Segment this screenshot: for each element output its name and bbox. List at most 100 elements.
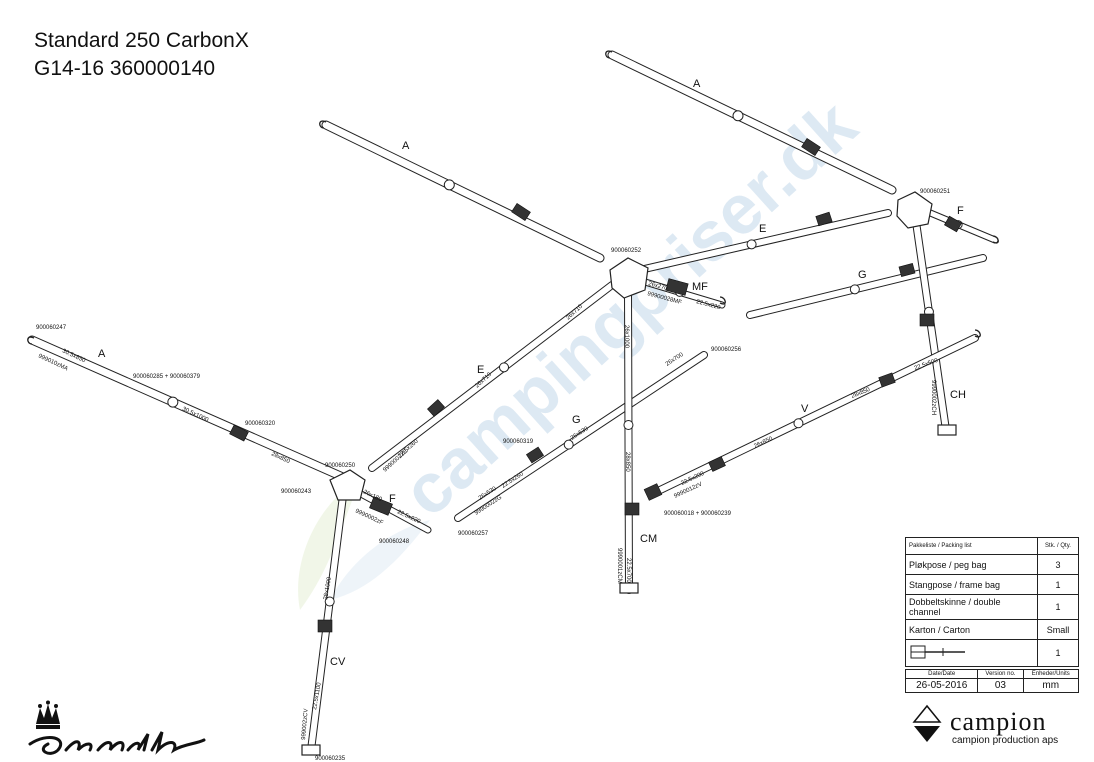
part-number: 900060251 — [920, 189, 951, 195]
label-cm: CM — [640, 533, 657, 545]
clip — [511, 203, 531, 221]
date-value: 26-05-2016 — [904, 678, 979, 693]
pole-joint — [793, 418, 804, 429]
pole-inner — [625, 287, 632, 593]
packing-qty: 1 — [1037, 574, 1079, 595]
label-f: F — [957, 205, 964, 217]
dimension: 28x1000 — [323, 576, 333, 600]
pole-inner — [369, 282, 615, 471]
part-number: 900060285 + 900060379 — [133, 374, 201, 380]
part-number: 900060235 — [315, 756, 346, 762]
packing-qty: 3 — [1037, 554, 1079, 575]
label-e: E — [477, 364, 484, 376]
campion-logo — [912, 704, 942, 742]
clip — [815, 211, 833, 227]
label-g: G — [572, 414, 581, 426]
part-number: 900060243 — [281, 489, 312, 495]
label-a: A — [402, 140, 410, 152]
units-label: Enheder/Units — [1022, 669, 1080, 679]
pole-inner — [651, 335, 978, 496]
drawing-info: Date/Date Version no. Enheder/Units 26-0… — [904, 669, 1080, 693]
pole-joint — [499, 362, 509, 373]
clip — [317, 619, 333, 633]
part-numbers: 900060247 900060285 + 900060379 90006032… — [36, 189, 951, 762]
packing-header: Pakkeliste / Packing list — [905, 537, 1038, 555]
pole-joint — [849, 284, 860, 295]
packing-list: Pakkeliste / Packing list Stk. / Qty. Pl… — [905, 537, 1079, 667]
packing-qty: Small — [1037, 619, 1079, 640]
dimension: 22.5x1100 — [312, 681, 323, 710]
clip — [229, 424, 249, 442]
pole-inner — [455, 352, 707, 521]
clip — [643, 483, 663, 501]
clip — [427, 399, 445, 417]
label-cv: CV — [330, 656, 346, 668]
packing-row: Stangpose / frame bag 1 — [905, 574, 1079, 595]
dimension: 26x270 — [647, 281, 668, 292]
isabella-logo — [28, 700, 206, 755]
packing-item: Stangpose / frame bag — [905, 574, 1038, 595]
pole-joint — [563, 439, 574, 450]
pole-joint — [443, 179, 455, 191]
version-value: 03 — [977, 678, 1024, 693]
pole-inner — [747, 255, 986, 318]
crown-icon — [36, 700, 60, 729]
foot-cm — [619, 582, 639, 594]
part-number: 900060247 — [36, 325, 67, 331]
label-a: A — [693, 78, 701, 90]
pole-joint — [732, 110, 744, 122]
packing-qty-header: Stk. / Qty. — [1037, 537, 1079, 555]
units-value: mm — [1022, 678, 1080, 693]
dimension: 22.5x700 — [625, 558, 631, 583]
order-code: 9990002zCH — [930, 380, 936, 415]
pole-inner — [308, 477, 348, 753]
pole-inner — [637, 210, 891, 273]
title-code: G14-16 360000140 — [34, 57, 215, 80]
pole-feet — [301, 424, 957, 756]
packing-qty: 1 — [1037, 594, 1079, 620]
foot-cv — [301, 744, 321, 756]
clip — [624, 502, 640, 516]
pole-joint — [623, 420, 634, 430]
dimension: 28x850 — [624, 452, 630, 472]
packing-item: Karton / Carton — [905, 619, 1038, 640]
version-label: Version no. — [977, 669, 1024, 679]
pole-clips — [229, 138, 962, 633]
clip — [665, 278, 689, 296]
part-number: 900060320 — [245, 421, 276, 427]
packing-row: 1 — [905, 639, 1079, 667]
clip — [878, 372, 896, 388]
packing-header-row: Pakkeliste / Packing list Stk. / Qty. — [905, 537, 1079, 555]
label-mf: MF — [692, 281, 708, 293]
packing-row: Dobbeltskinne / double channel 1 — [905, 594, 1079, 620]
part-number: 900060319 — [503, 439, 534, 445]
packing-item: Pløkpose / peg bag — [905, 554, 1038, 575]
part-number: 900060252 — [611, 248, 642, 254]
clip — [898, 262, 916, 278]
packing-item-pegs — [905, 639, 1038, 667]
campion-subtitle: campion production aps — [952, 735, 1059, 746]
label-ch: CH — [950, 389, 966, 401]
pole-joint — [324, 596, 335, 607]
peg-icon — [910, 645, 965, 659]
date-label: Date/Date — [904, 669, 979, 679]
campion-triangle-icon — [912, 704, 942, 742]
part-letters: A A A E E F F G G MF CH CV CM V — [98, 78, 966, 668]
end-hooks — [27, 50, 999, 345]
label-e: E — [759, 223, 766, 235]
clip — [801, 138, 821, 156]
packing-qty: 1 — [1037, 639, 1079, 667]
part-number: 900060250 — [325, 463, 356, 469]
pole-inner — [608, 51, 896, 194]
order-code: 999002zCV — [301, 708, 310, 740]
connector-front-left — [329, 469, 366, 501]
foot-ch — [937, 424, 957, 436]
connector-middle — [609, 257, 649, 299]
dimension: 26x1000 — [623, 325, 629, 349]
packing-row: Karton / Carton Small — [905, 619, 1079, 640]
connector-rear-right — [896, 191, 933, 229]
campion-name: campion — [950, 707, 1047, 736]
clip — [919, 313, 935, 327]
pole-joint — [167, 396, 179, 408]
